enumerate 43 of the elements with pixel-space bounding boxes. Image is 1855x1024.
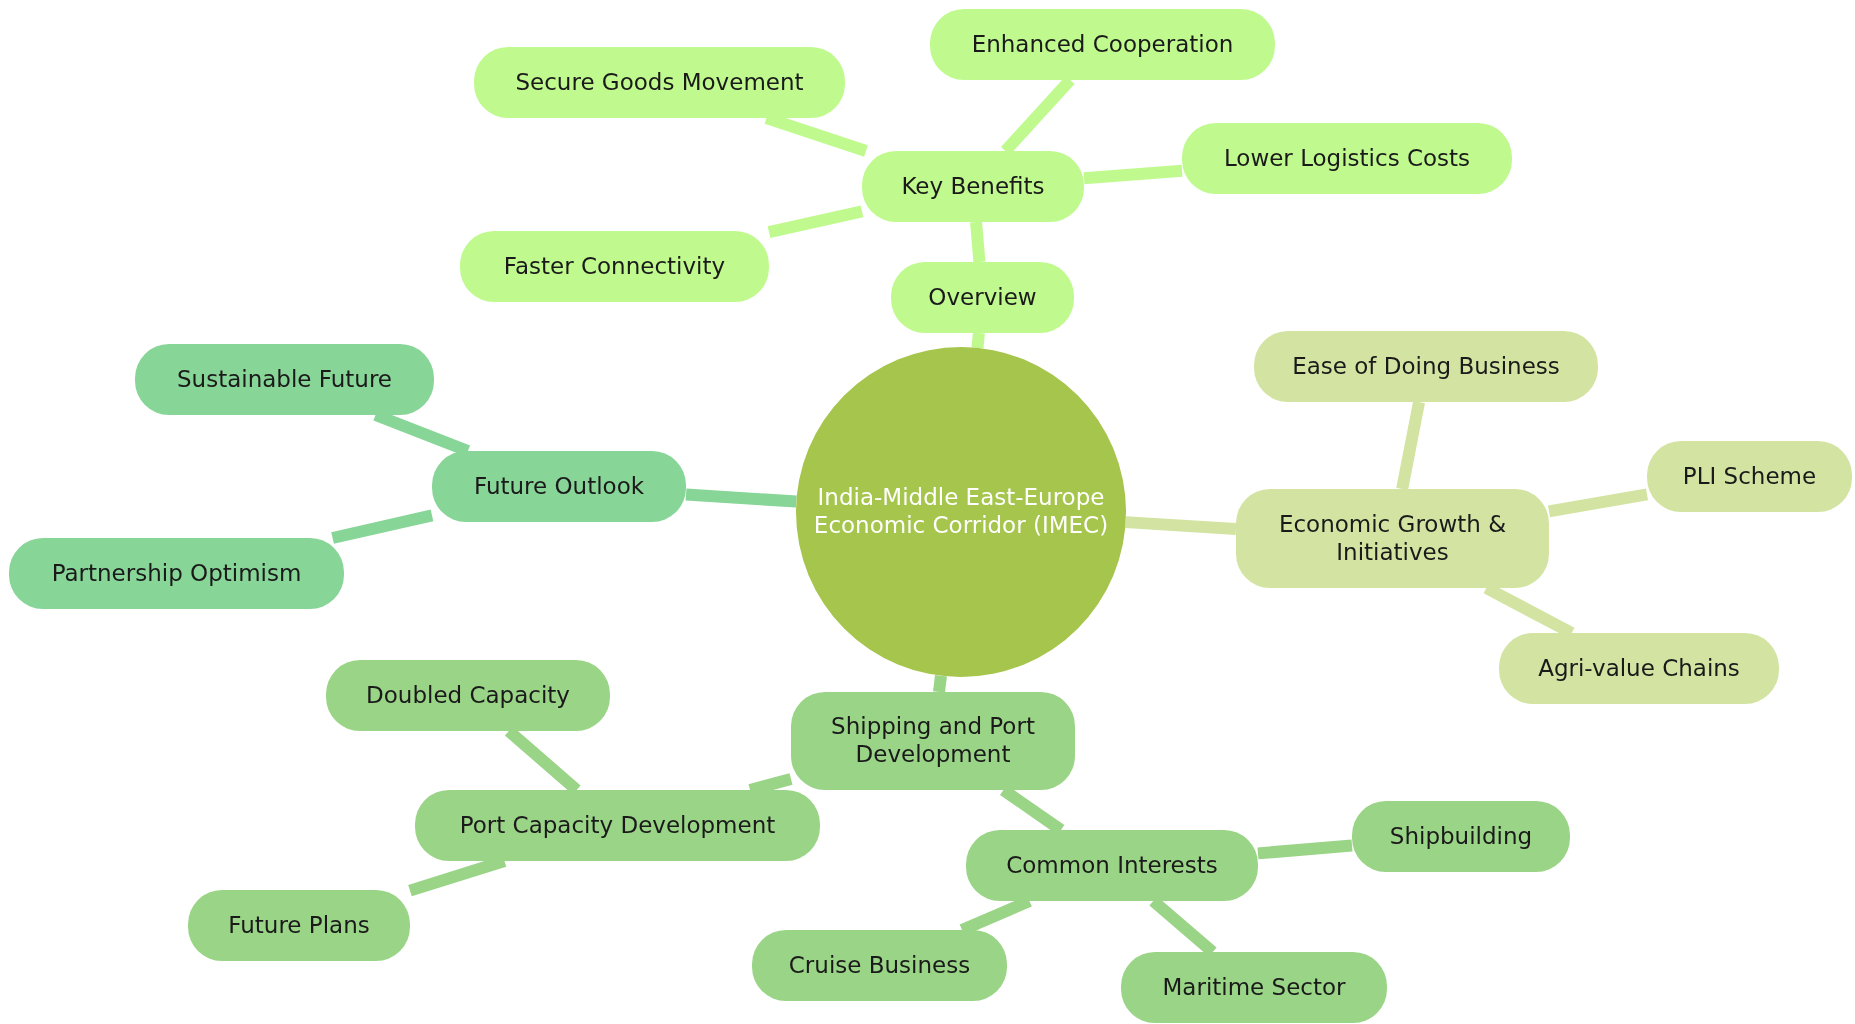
node-label: Shipping and Port Development [830,713,1036,769]
topic-pill [1182,123,1512,194]
node-label: Doubled Capacity [366,681,570,710]
node-label: Enhanced Cooperation [971,30,1234,59]
connector-line [1257,839,1353,860]
node-label: Port Capacity Development [459,811,776,840]
node-label: Secure Goods Movement [515,68,804,97]
connector-line [970,221,986,263]
node-label: PLI Scheme [1682,462,1817,491]
node-label: Future Outlook [473,472,645,501]
node-label: Faster Connectivity [503,252,726,281]
connector-line [331,509,434,544]
connector-line [933,675,947,693]
node-label: Partnership Optimism [51,559,302,588]
node-label: Maritime Sector [1162,973,1346,1002]
topic-pill [188,890,410,961]
connector-line [971,332,985,349]
node-label: Agri-value Chains [1538,654,1740,683]
topic-pill [791,692,1075,790]
topic-pill [9,538,344,609]
connector-line [1547,488,1649,518]
topic-pill [1647,441,1852,512]
connector-line [767,205,864,238]
node-label: India-Middle East-Europe Economic Corridor (IMEC) [812,484,1110,540]
topic-pill [432,451,686,522]
node-label: Sustainable Future [177,365,392,394]
node-label: Common Interests [1006,851,1218,880]
node-label: Overview [928,283,1037,312]
node-label: Economic Growth & Initiatives [1277,510,1508,567]
topic-pill [966,830,1258,901]
connector-line [1083,164,1183,185]
connector-line [1125,516,1237,535]
node-label: Ease of Doing Business [1292,352,1560,381]
topic-pill [862,151,1084,222]
node-label: Future Plans [228,911,370,940]
topic-pill [1236,489,1549,588]
topic-pill [460,231,769,302]
node-label: Shipbuilding [1389,822,1533,851]
node-label: Cruise Business [788,951,971,980]
connector-line [685,488,797,508]
node-label: Lower Logistics Costs [1223,144,1471,173]
connector-line [1396,400,1425,491]
node-label: Key Benefits [901,172,1045,201]
